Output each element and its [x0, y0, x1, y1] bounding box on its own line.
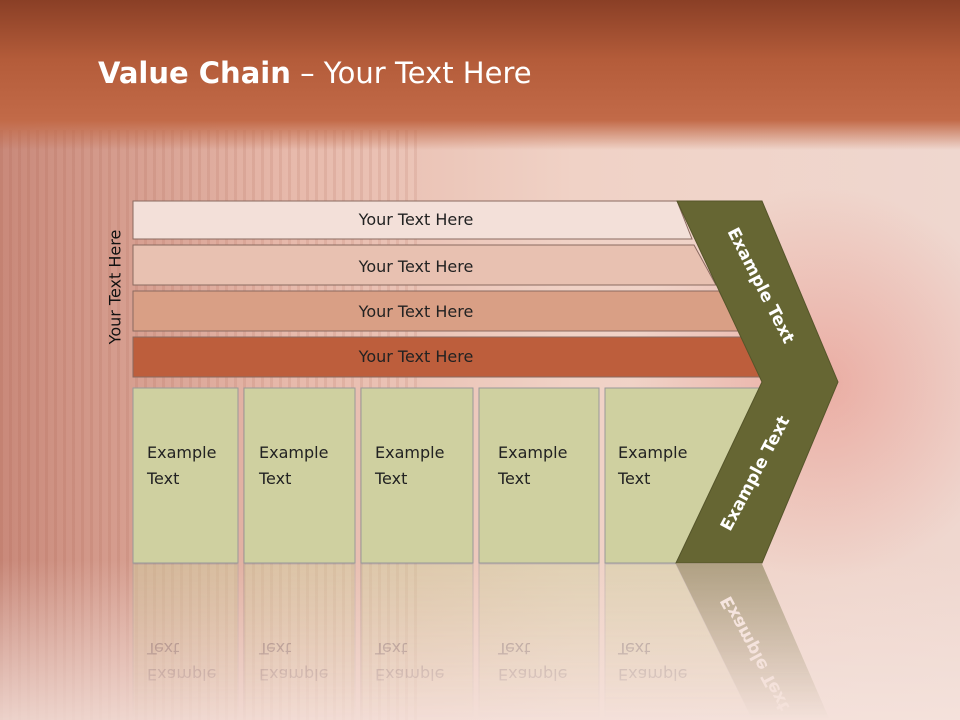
row-1-bar [132, 200, 693, 240]
activity-box-4 [478, 387, 600, 564]
title-rest: – Your Text Here [290, 56, 532, 90]
svg-text:Example: Example [618, 665, 687, 684]
svg-text:Example: Example [375, 665, 444, 684]
row-1-label: Your Text Here [358, 210, 474, 229]
margin-chevron [675, 200, 839, 564]
row-3-label: Your Text Here [358, 302, 474, 321]
svg-text:Text: Text [497, 639, 530, 658]
slide-title: Value Chain – Your Text Here [98, 56, 532, 90]
row-2-label: Your Text Here [358, 257, 474, 276]
svg-text:Example: Example [147, 665, 216, 684]
activity-box-2 [243, 387, 356, 564]
activity-box-3 [360, 387, 474, 564]
row-4-label: Your Text Here [358, 347, 474, 366]
activity-box-1 [132, 387, 239, 564]
reflection: Example Text Example Text Example Text E… [132, 563, 830, 720]
svg-text:Text: Text [374, 639, 407, 658]
svg-text:Text: Text [258, 639, 291, 658]
svg-text:Text: Text [146, 639, 179, 658]
svg-text:Example: Example [259, 665, 328, 684]
title-bold: Value Chain [98, 56, 291, 90]
svg-text:Text: Text [617, 639, 650, 658]
header-band [0, 0, 960, 150]
svg-text:Example: Example [498, 665, 567, 684]
